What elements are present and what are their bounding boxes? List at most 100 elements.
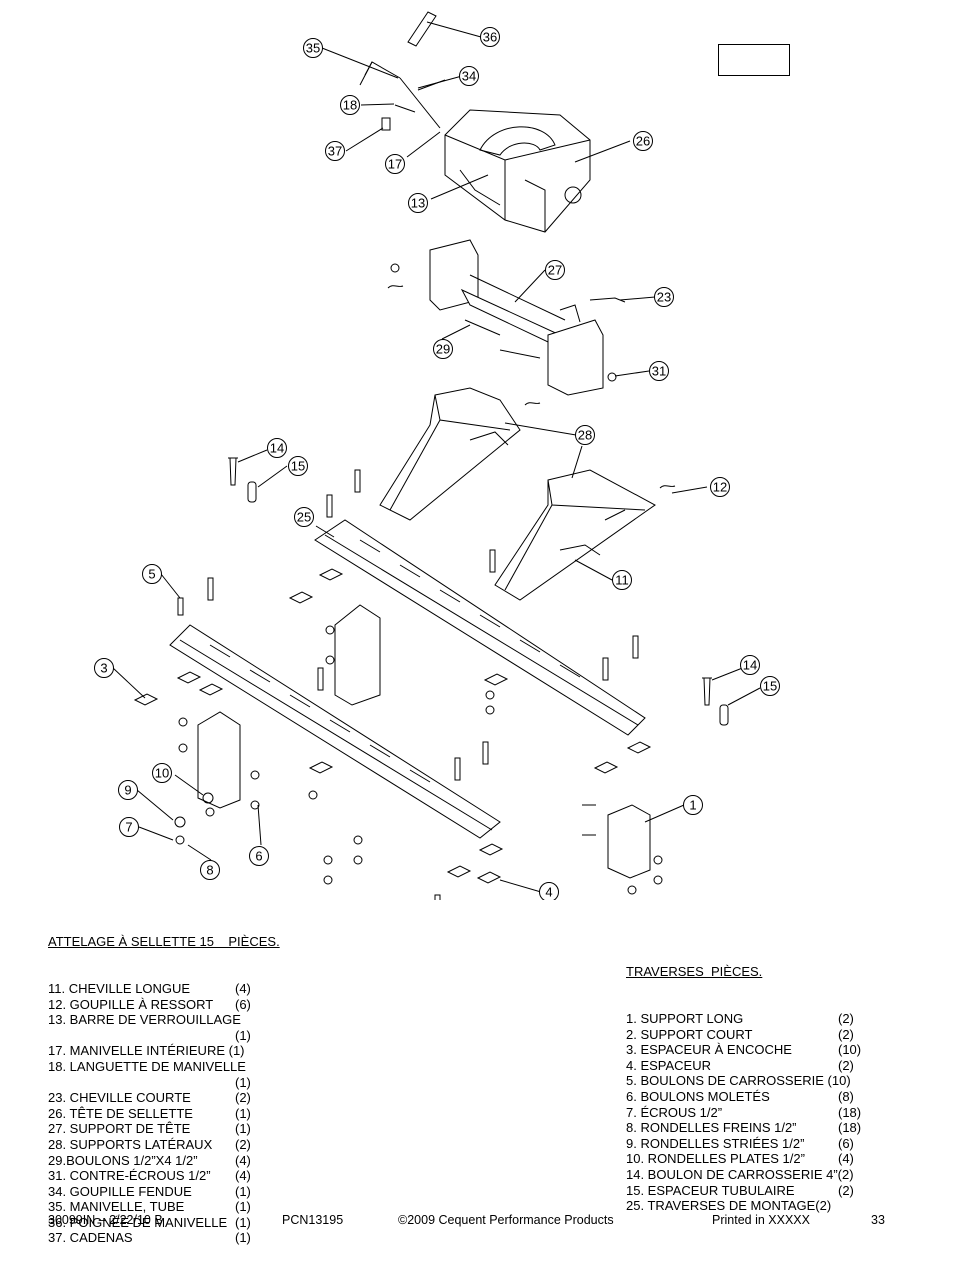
part-callout: 18: [340, 95, 360, 115]
part-callout: 15: [760, 676, 780, 696]
carriage-bolts-drawing: [177, 457, 729, 900]
footer-printed: Printed in XXXXX: [712, 1213, 810, 1227]
callout-circle: [340, 95, 360, 115]
callout-circle: [249, 846, 269, 866]
part-callout: 36: [480, 27, 500, 47]
callout-circle: [683, 795, 703, 815]
legend-item-label: 18. LANGUETTE DE MANIVELLE: [48, 1058, 246, 1074]
head-support-drawing: [387, 239, 626, 396]
legend-item-label: 10. RONDELLES PLATES 1/2”: [626, 1151, 805, 1167]
legend-item-qty: (6): [838, 1135, 854, 1151]
legend-item-label: 1. SUPPORT LONG: [626, 1010, 744, 1026]
legend-item-label: 4. ESPACEUR: [626, 1057, 712, 1073]
callout-circle: [119, 817, 139, 837]
legend-item-qty: (4): [235, 1152, 251, 1168]
callout-circle: [385, 154, 405, 174]
callout-circle: [545, 260, 565, 280]
part-callout: 7: [119, 817, 139, 837]
legend-item: 3. ESPACEUR À ENCOCHE(10): [626, 1042, 876, 1058]
part-callout: 14: [267, 438, 287, 458]
legend-item-label: 27. SUPPORT DE TÊTE: [48, 1121, 191, 1137]
callout-number: 28: [578, 428, 592, 443]
callout-circle: [118, 780, 138, 800]
legend-item-label: 8. RONDELLES FREINS 1/2”: [626, 1120, 797, 1136]
callout-number: 9: [124, 783, 131, 798]
callout-circle: [740, 655, 760, 675]
legend-item: 7. ÉCROUS 1/2”(18): [626, 1105, 876, 1121]
legend-item-qty: (8): [838, 1088, 854, 1104]
part-callout: 14: [740, 655, 760, 675]
legend-item-label: 5. BOULONS DE CARROSSERIE (10): [626, 1073, 851, 1089]
callout-number: 35: [306, 41, 320, 56]
legend-item: 5. BOULONS DE CARROSSERIE (10): [626, 1073, 876, 1089]
rails-legend-header: TRAVERSES PIÈCES.: [626, 964, 763, 980]
blank-label-box: [718, 44, 790, 76]
part-callout: 8: [200, 860, 220, 880]
callout-number: 23: [657, 290, 671, 305]
part-callout: 9: [118, 780, 138, 800]
legend-item: 6. BOULONS MOLETÉS(8): [626, 1089, 876, 1105]
legend-item-label: 29.BOULONS 1/2”X4 1/2”: [48, 1152, 198, 1168]
callout-number: 27: [548, 263, 562, 278]
legend-item-label: 12. GOUPILLE À RESSORT: [48, 996, 214, 1012]
callout-number: 29: [436, 342, 450, 357]
legend-item-label: 2. SUPPORT COURT: [626, 1026, 753, 1042]
legend-item-qty: (2): [235, 1136, 251, 1152]
legend-item: 26. TÊTE DE SELLETTE (1): [48, 1106, 288, 1122]
part-callout: 3: [94, 658, 114, 678]
callout-number: 31: [652, 364, 666, 379]
legend-item-label: 14. BOULON DE CARROSSERIE 4”(2): [626, 1166, 854, 1182]
callout-number: 3: [100, 661, 107, 676]
legend-item: 34. GOUPILLE FENDUE(1): [48, 1184, 288, 1200]
part-callout: 35: [303, 38, 323, 58]
callout-circle: [575, 425, 595, 445]
legend-item: 17. MANIVELLE INTÉRIEURE (1): [48, 1043, 288, 1059]
legend-item-qty: (1): [235, 1105, 251, 1121]
callout-number: 4: [545, 885, 552, 900]
callout-circle: [649, 361, 669, 381]
legend-item-qty: (1): [235, 1121, 251, 1137]
footer-copyright: ©2009 Cequent Performance Products: [398, 1213, 614, 1227]
legend-item-qty: (18): [838, 1104, 862, 1120]
mounting-rails-drawing: [169, 519, 646, 839]
callout-number: 15: [763, 679, 777, 694]
callout-number: 13: [411, 196, 425, 211]
legend-item-label: 28. SUPPORTS LATÉRAUX: [48, 1136, 213, 1152]
legend-item: 23. CHEVILLE COURTE (2): [48, 1090, 288, 1106]
callout-number: 25: [297, 510, 311, 525]
callout-number: 34: [462, 69, 476, 84]
callout-number: 7: [125, 820, 132, 835]
legend-item: 1. SUPPORT LONG(2): [626, 1011, 876, 1027]
legend-item-label: 17. MANIVELLE INTÉRIEURE (1): [48, 1043, 245, 1059]
legend-item: 11. CHEVILLE LONGUE(4): [48, 981, 288, 997]
legend-item: 28. SUPPORTS LATÉRAUX (2): [48, 1137, 288, 1153]
legend-item-qty: (18): [838, 1120, 862, 1136]
callout-circle: [142, 564, 162, 584]
callout-number: 10: [155, 766, 169, 781]
callout-circle: [459, 66, 479, 86]
legend-item-qty: (4): [235, 980, 251, 996]
legend-item-label: 31. CONTRE-ÉCROUS 1/2”: [48, 1168, 211, 1184]
part-callout: 6: [249, 846, 269, 866]
legend-item-qty: (2): [235, 1090, 251, 1106]
legend-item-qty: (2): [838, 1182, 854, 1198]
legend-item-label: 23. CHEVILLE COURTE: [48, 1090, 191, 1106]
crank-handle-drawing: [359, 11, 446, 131]
part-callout: 17: [385, 154, 405, 174]
part-callout: 12: [710, 477, 730, 497]
callout-circle: [94, 658, 114, 678]
legend-item-label: 3. ESPACEUR À ENCOCHE: [626, 1042, 792, 1058]
legend-item-qty: (4): [838, 1151, 854, 1167]
legend-item: 8. RONDELLES FREINS 1/2” (18): [626, 1120, 876, 1136]
callout-circle: [633, 131, 653, 151]
legend-item: (1): [48, 1028, 288, 1044]
legend-item-qty: (1): [235, 1214, 251, 1230]
hitch-parts-legend: ATTELAGE À SELLETTE 15 PIÈCES. 11. CHEVI…: [48, 903, 288, 1262]
legend-item: 12. GOUPILLE À RESSORT(6): [48, 997, 288, 1013]
legend-item-label: 26. TÊTE DE SELLETTE: [48, 1105, 193, 1121]
callout-circle: [612, 570, 632, 590]
part-callout: 15: [288, 456, 308, 476]
legend-item-qty: (1): [235, 1183, 251, 1199]
legend-item-label: 37. CADENAS: [48, 1230, 133, 1246]
callout-number: 14: [743, 658, 757, 673]
